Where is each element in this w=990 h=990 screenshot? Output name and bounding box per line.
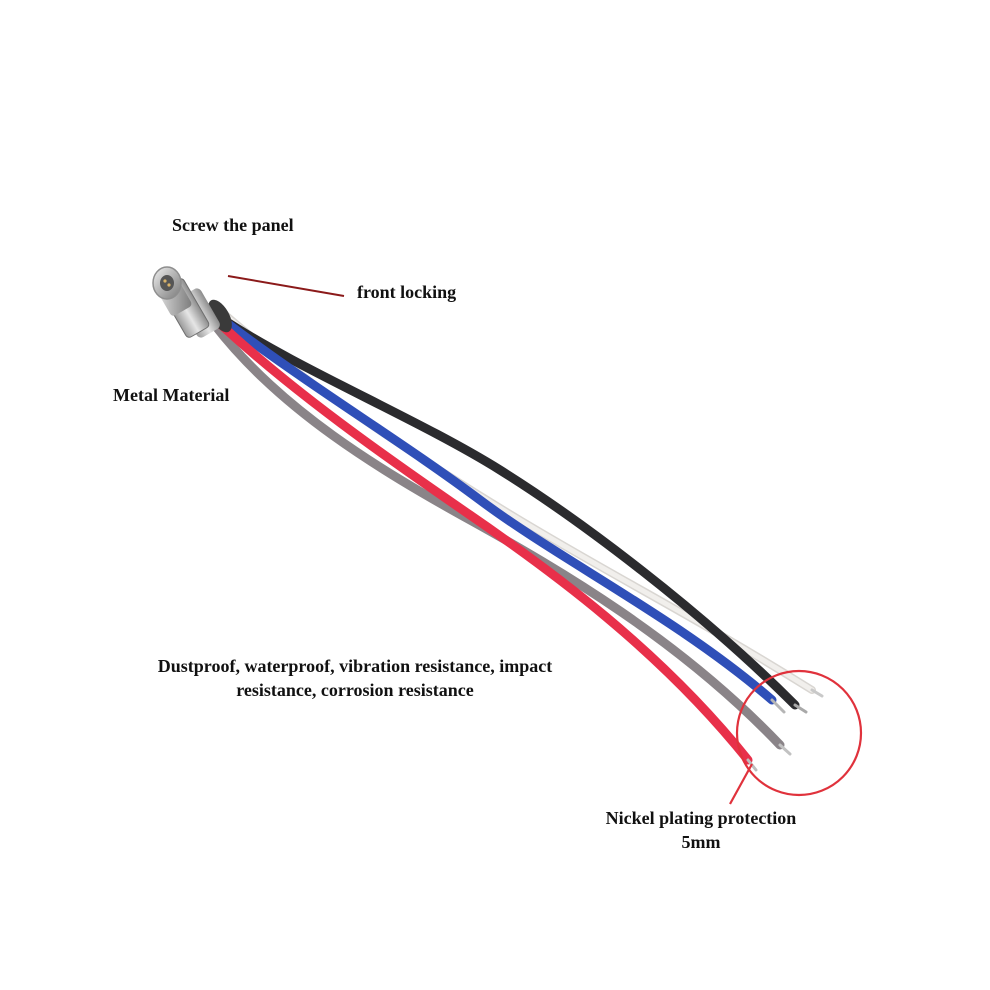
nickel-highlight-circle: [735, 669, 863, 797]
nickel-plating-label: Nickel plating protection 5mm: [585, 806, 817, 855]
metal-material-label: Metal Material: [113, 385, 230, 405]
wire-tips: [746, 688, 824, 772]
nickel-plating-line2: 5mm: [681, 832, 721, 853]
blue-wire: [213, 311, 777, 705]
red-wire: [211, 315, 753, 765]
panel-connector: [152, 266, 232, 338]
nickel-callout-line: [729, 763, 753, 805]
wire-bundle: [209, 308, 816, 765]
screw-panel-label: Screw the panel: [172, 215, 294, 235]
nickel-plating-line1: Nickel plating protection: [605, 808, 797, 828]
black-wire: [219, 315, 800, 710]
front-locking-label: front locking: [357, 282, 457, 302]
front-locking-callout-line: [227, 275, 345, 297]
features-label: Dustproof, waterproof, vibration resista…: [157, 656, 553, 701]
